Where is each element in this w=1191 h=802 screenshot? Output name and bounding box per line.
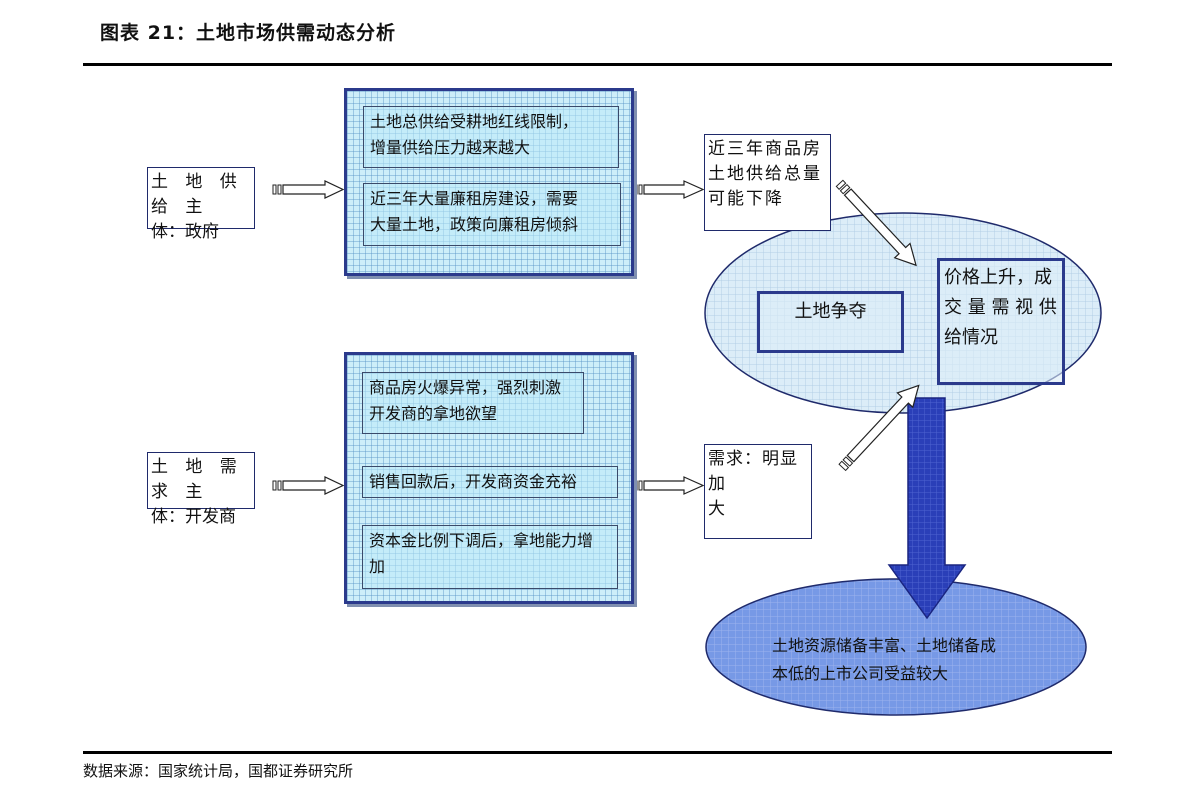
source-note: 数据来源：国家统计局，国都证券研究所 — [83, 762, 354, 780]
supply-result-box: 近三年商品房 土地供给总量 可能下降 — [704, 134, 831, 231]
supply-factor-1-line-2: 增量供给压力越来越大 — [370, 138, 531, 157]
demand-factor-2: 销售回款后，开发商资金充裕 — [362, 466, 618, 498]
conclusion-line-1: 土地资源储备丰富、土地储备成 — [772, 636, 997, 655]
arrow-supply-result — [633, 180, 705, 199]
price-outcome-line-2: 交 量 需 视 供 — [944, 297, 1057, 318]
supply-factor-2-line-1: 近三年大量廉租房建设，需要 — [370, 189, 579, 208]
arrow-demand-subject — [272, 476, 345, 495]
demand-result-line-1: 需求：明显加 — [708, 449, 798, 494]
supply-factor-1-line-1: 土地总供给受耕地红线限制， — [370, 112, 579, 131]
down-arrow — [887, 397, 967, 620]
demand-factors-panel: 商品房火爆异常，强烈刺激 开发商的拿地欲望 销售回款后，开发商资金充裕 资本金比… — [344, 352, 634, 604]
demand-result-box: 需求：明显加 大 — [704, 444, 812, 539]
demand-factor-3-line-1: 资本金比例下调后，拿地能力增 — [369, 531, 594, 550]
top-rule — [83, 63, 1112, 66]
demand-subject-line-2: 体：开发商 — [151, 507, 236, 527]
demand-factor-3-line-2: 加 — [369, 557, 386, 576]
supply-subject-line-2: 体：政府 — [151, 222, 219, 242]
demand-factor-1-line-1: 商品房火爆异常，强烈刺激 — [369, 378, 562, 397]
arrow-demand-to-market — [838, 384, 920, 472]
supply-factors-panel: 土地总供给受耕地红线限制， 增量供给压力越来越大 近三年大量廉租房建设，需要 大… — [344, 88, 634, 276]
demand-factor-1-line-2: 开发商的拿地欲望 — [369, 404, 498, 423]
demand-subject-line-1: 土 地 需 求 主 — [151, 457, 243, 502]
land-competition-label: 土地争夺 — [794, 301, 867, 322]
conclusion-ellipse — [705, 578, 1087, 716]
supply-result-line-1: 近三年商品房 — [708, 139, 822, 159]
land-competition-box: 土地争夺 — [757, 291, 904, 353]
figure-title: 图表 21：土地市场供需动态分析 — [100, 22, 397, 44]
price-outcome-line-1: 价格上升，成 — [944, 267, 1052, 288]
supply-subject-box: 土 地 供 给 主 体：政府 — [147, 167, 255, 242]
supply-factor-1: 土地总供给受耕地红线限制， 增量供给压力越来越大 — [363, 106, 619, 168]
supply-factor-2: 近三年大量廉租房建设，需要 大量土地，政策向廉租房倾斜 — [363, 183, 621, 246]
conclusion-line-2: 本低的上市公司受益较大 — [772, 664, 949, 683]
supply-result-line-2: 土地供给总量 — [708, 164, 822, 184]
demand-subject-box: 土 地 需 求 主 体：开发商 — [147, 452, 255, 527]
price-outcome-box: 价格上升，成 交 量 需 视 供 给情况 — [937, 258, 1065, 385]
conclusion-text: 土地资源储备丰富、土地储备成 本低的上市公司受益较大 — [772, 632, 1022, 688]
supply-factor-2-line-2: 大量土地，政策向廉租房倾斜 — [370, 215, 579, 234]
demand-factor-3: 资本金比例下调后，拿地能力增 加 — [362, 525, 618, 589]
bottom-rule — [83, 751, 1112, 754]
demand-factor-2-line-1: 销售回款后，开发商资金充裕 — [369, 472, 578, 491]
supply-subject-line-1: 土 地 供 给 主 — [151, 172, 243, 217]
arrow-supply-to-market — [835, 179, 917, 267]
demand-result-line-2: 大 — [708, 499, 726, 519]
arrow-demand-result — [633, 476, 705, 495]
supply-result-line-3: 可能下降 — [708, 189, 784, 209]
arrow-supply-subject — [272, 180, 345, 199]
price-outcome-line-3: 给情况 — [944, 327, 998, 348]
demand-factor-1: 商品房火爆异常，强烈刺激 开发商的拿地欲望 — [362, 372, 584, 434]
